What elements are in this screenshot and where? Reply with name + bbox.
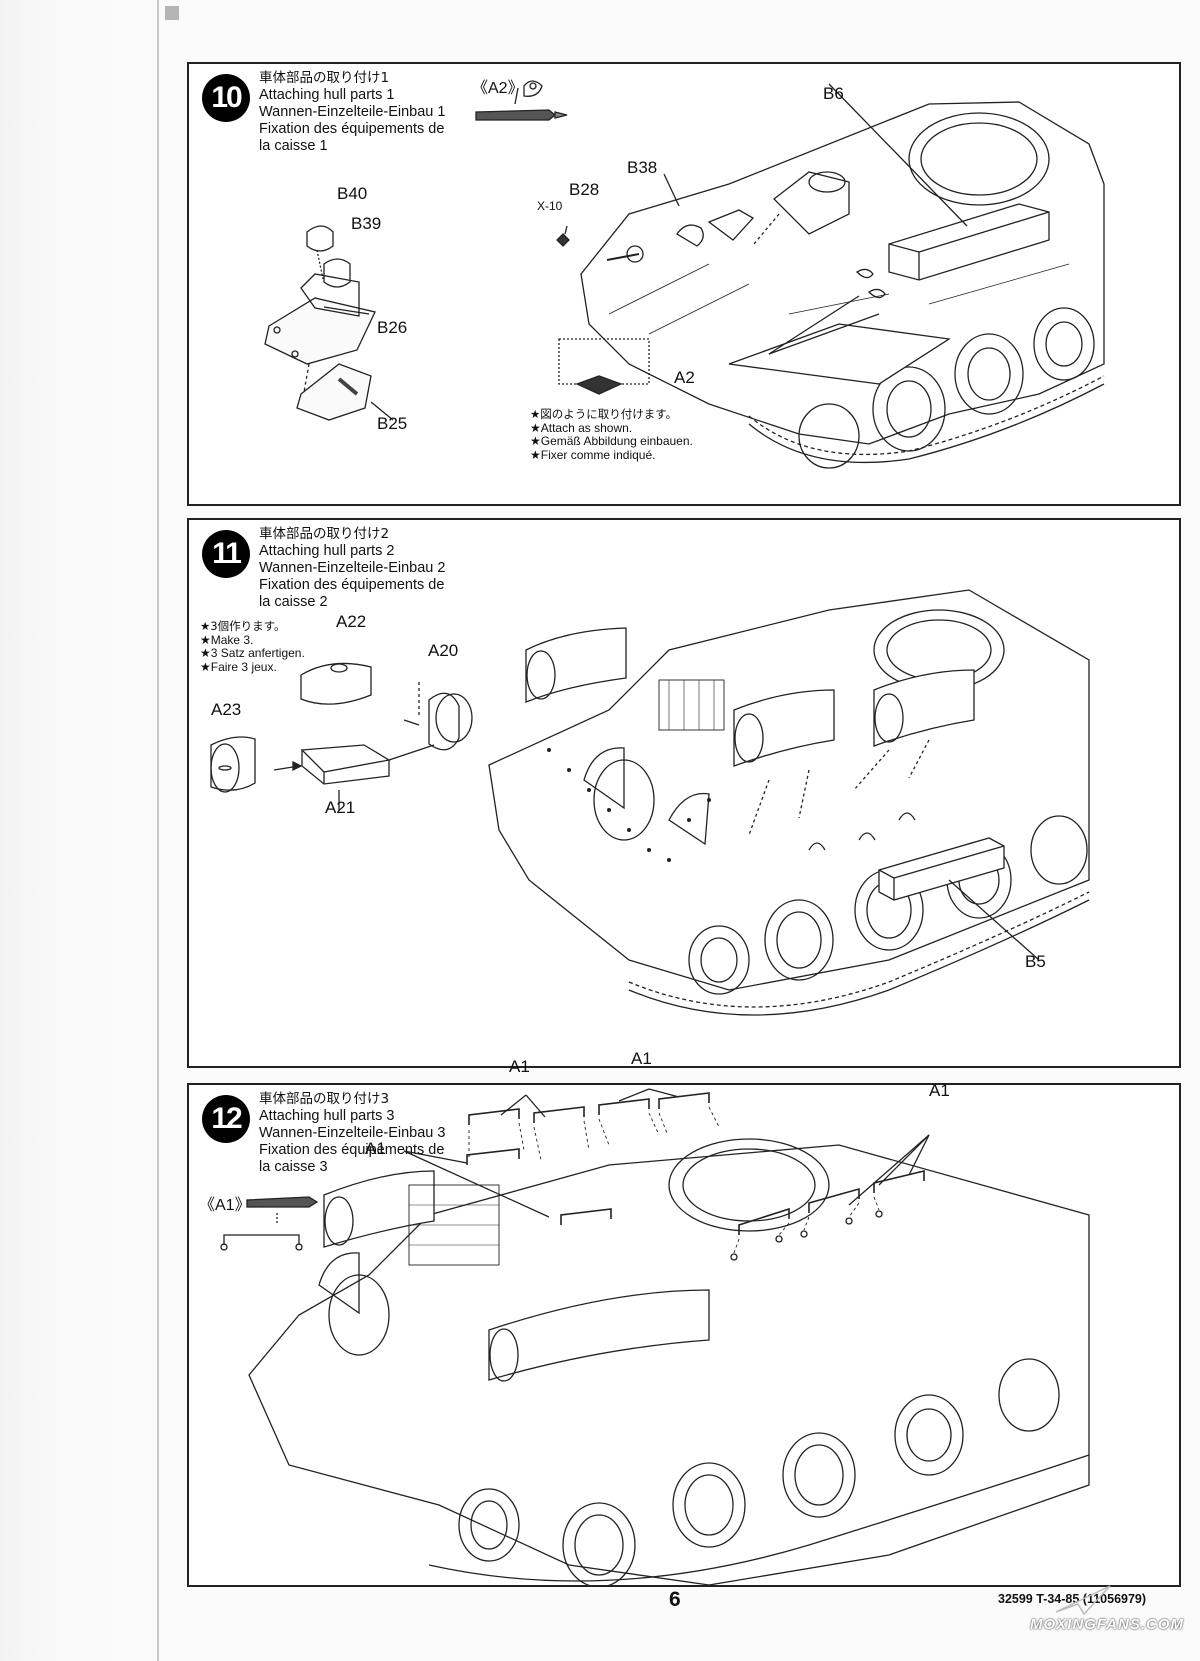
note-jp: ★3個作ります。 <box>200 619 286 633</box>
corner-mark <box>165 6 179 20</box>
title-jp: 車体部品の取り付け3 <box>259 1091 390 1107</box>
step-number: 10 <box>202 74 250 122</box>
note-jp: ★図のように取り付けます。 <box>530 407 678 421</box>
title-en: Attaching hull parts 3 <box>259 1108 395 1124</box>
product-code: 32599 T-34-85 (11056979) <box>998 1592 1147 1606</box>
make-note: ★3個作ります。 ★Make 3. ★3 Satz anfertigen. ★F… <box>200 619 305 674</box>
title-jp: 車体部品の取り付け2 <box>259 526 390 542</box>
label-a2: A2 <box>674 368 695 387</box>
label-b38: B38 <box>627 158 658 177</box>
title-fr: Fixation des équipements de <box>259 577 445 593</box>
binding-edge <box>0 0 160 1661</box>
step-number: 11 <box>202 530 250 578</box>
part-ref-a1: 《A1》 <box>199 1197 251 1214</box>
label-a1-right: A1 <box>929 1081 950 1100</box>
step-12-illustration <box>220 1088 1090 1585</box>
title-fr: Fixation des équipements de <box>259 1142 445 1158</box>
label-a1-left: A1 <box>365 1139 386 1158</box>
label-b25: B25 <box>377 414 408 433</box>
step-title-block: 車体部品の取り付け2 Attaching hull parts 2 Wannen… <box>259 526 445 611</box>
step-12-panel: 12 車体部品の取り付け3 Attaching hull parts 3 Wan… <box>187 1049 1181 1587</box>
note-fr: ★Fixer comme indiqué. <box>530 447 656 462</box>
label-a21: A21 <box>325 798 356 817</box>
note-de: ★3 Satz anfertigen. <box>200 646 305 660</box>
label-b5: B5 <box>1025 952 1046 971</box>
step-10-illustration <box>264 80 1105 469</box>
title-jp: 車体部品の取り付け1 <box>259 70 390 86</box>
title-de: Wannen-Einzelteile-Einbau 1 <box>259 104 446 120</box>
title-fr-2: la caisse 1 <box>259 138 328 154</box>
note-de: ★Gemäß Abbildung einbauen. <box>530 434 693 448</box>
label-b28: B28 <box>569 180 600 199</box>
binding-line <box>157 0 159 1661</box>
paper-plane-icon <box>1055 1585 1111 1616</box>
label-a1-top-left: A1 <box>509 1057 530 1076</box>
title-fr-2: la caisse 2 <box>259 594 328 610</box>
note-en: ★Make 3. <box>200 632 254 647</box>
title-en: Attaching hull parts 2 <box>259 543 395 559</box>
label-b39: B39 <box>351 214 382 233</box>
title-en: Attaching hull parts 1 <box>259 87 395 103</box>
step-title-block: 車体部品の取り付け3 Attaching hull parts 3 Wannen… <box>259 1091 445 1176</box>
page-number: 6 <box>669 1588 681 1611</box>
step-11-panel: 11 車体部品の取り付け2 Attaching hull parts 2 Wan… <box>187 518 1181 1068</box>
label-x10: X-10 <box>537 199 563 213</box>
watermark: MOXINGFANS.COM <box>1030 1616 1185 1633</box>
step-11-illustration <box>210 589 1090 1016</box>
label-a23: A23 <box>211 700 242 719</box>
note-en: ★Attach as shown. <box>530 420 633 435</box>
label-a20: A20 <box>428 641 459 660</box>
label-b6: B6 <box>823 84 844 103</box>
title-de: Wannen-Einzelteile-Einbau 2 <box>259 560 446 576</box>
title-fr: Fixation des équipements de <box>259 121 445 137</box>
label-a1-top-right: A1 <box>631 1049 652 1068</box>
label-b26: B26 <box>377 318 408 337</box>
step-number: 12 <box>202 1095 250 1143</box>
step-title-block: 車体部品の取り付け1 Attaching hull parts 1 Wannen… <box>259 70 445 155</box>
title-fr-2: la caisse 3 <box>259 1159 328 1175</box>
label-a22: A22 <box>336 612 367 631</box>
attach-note: ★図のように取り付けます。 ★Attach as shown. ★Gemäß A… <box>530 407 693 462</box>
title-de: Wannen-Einzelteile-Einbau 3 <box>259 1125 446 1141</box>
part-ref-a2: 《A2》 <box>472 80 524 97</box>
note-fr: ★Faire 3 jeux. <box>200 659 277 674</box>
label-b40: B40 <box>337 184 368 203</box>
step-10-panel: 10 車体部品の取り付け1 Attaching hull parts 1 Wan… <box>187 62 1181 506</box>
